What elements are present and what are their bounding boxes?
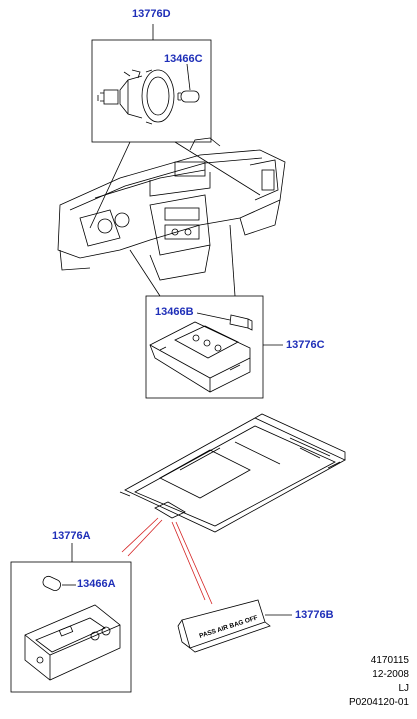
switch-13776b — [177, 599, 292, 653]
detail-box-13776d — [91, 24, 212, 143]
headliner-illustration — [119, 413, 346, 533]
lamp-housing-13776d — [97, 69, 175, 125]
dashboard-illustration — [57, 137, 286, 281]
bulb-13466b — [196, 312, 253, 331]
label-13466c: 13466C — [164, 53, 203, 65]
label-13776d: 13776D — [132, 8, 171, 20]
info-line-4: P0204120-01 — [348, 697, 409, 708]
label-13776b: 13776B — [295, 609, 334, 621]
bulb-13466a — [42, 575, 76, 591]
info-line-1: 4170115 — [370, 655, 409, 666]
label-13466a: 13466A — [77, 578, 116, 590]
red-leader-lines — [121, 517, 213, 605]
info-line-3: LJ — [398, 683, 409, 694]
label-13466b: 13466B — [155, 306, 194, 318]
info-line-2: 12-2008 — [372, 669, 409, 680]
bulb-13466c — [177, 63, 200, 103]
label-13776a: 13776A — [52, 530, 91, 542]
info-block: 4170115 12-2008 LJ P0204120-01 — [349, 654, 409, 710]
label-13776c: 13776C — [286, 339, 325, 351]
lamp-housing-13776c — [149, 321, 251, 393]
detail-box-13776c — [145, 295, 283, 399]
lamp-housing-13776a — [24, 604, 121, 681]
detail-box-13776a — [10, 543, 132, 693]
